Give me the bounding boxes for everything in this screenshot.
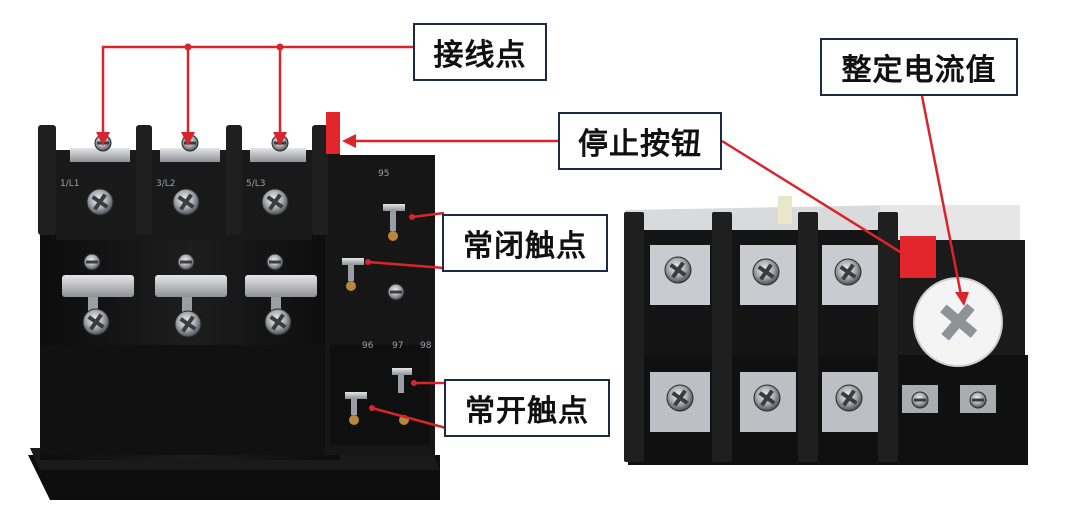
right-relay xyxy=(624,196,1028,465)
terminal-mark: 1/L1 xyxy=(60,179,80,189)
contact-mark: 98 xyxy=(420,341,432,351)
terminal-mark: 3/L2 xyxy=(156,179,176,189)
label-stop-button: 停止按钮 xyxy=(558,112,722,170)
label-terminals: 接线点 xyxy=(413,23,547,81)
stop-button-right xyxy=(900,236,936,278)
label-no-contact: 常开触点 xyxy=(444,379,610,437)
label-nc-contact: 常闭触点 xyxy=(442,214,608,272)
leader-lines xyxy=(101,45,964,430)
label-current-setting: 整定电流值 xyxy=(820,38,1018,96)
stop-button-left xyxy=(326,112,340,154)
arrowheads xyxy=(96,43,969,411)
left-relay: 1/L1 3/L2 5/L3 95 96 97 98 xyxy=(28,112,440,500)
contact-mark: 96 xyxy=(362,341,374,351)
terminal-mark: 5/L3 xyxy=(246,179,266,189)
contact-mark: 97 xyxy=(392,341,403,351)
contact-mark: 95 xyxy=(378,169,389,179)
